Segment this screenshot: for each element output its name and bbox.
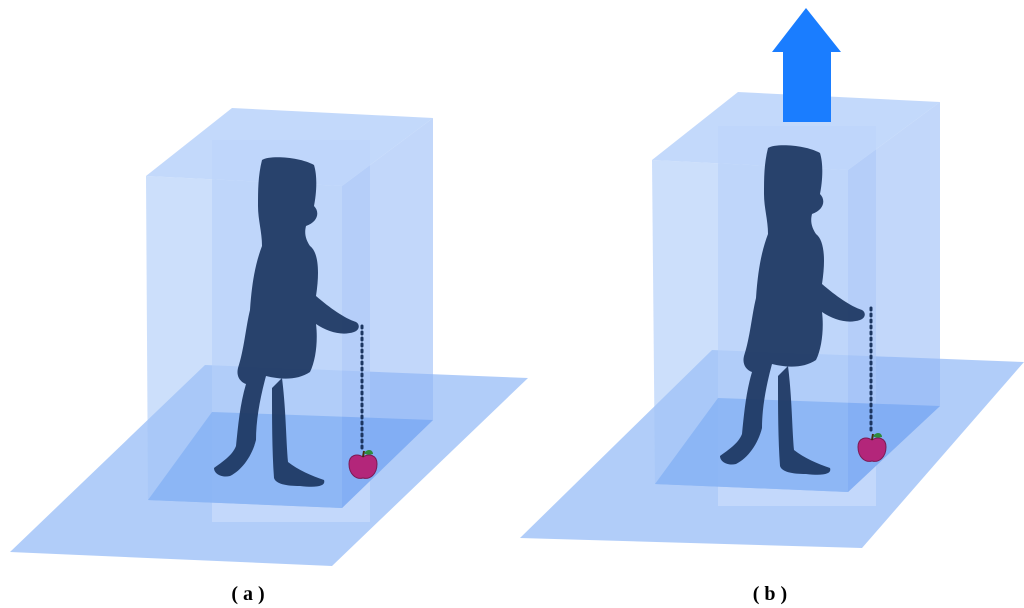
caption-a: ( a )	[231, 583, 264, 605]
box-top-face	[652, 92, 940, 170]
panel-a: ( a )	[10, 108, 528, 605]
apple-icon	[348, 450, 378, 479]
up-arrow-icon	[772, 8, 841, 122]
apple-icon	[857, 433, 887, 462]
caption-b: ( b )	[753, 583, 787, 605]
box-top-face	[146, 108, 433, 186]
panel-b: ( b )	[520, 8, 1024, 605]
box-side-face	[342, 118, 433, 508]
